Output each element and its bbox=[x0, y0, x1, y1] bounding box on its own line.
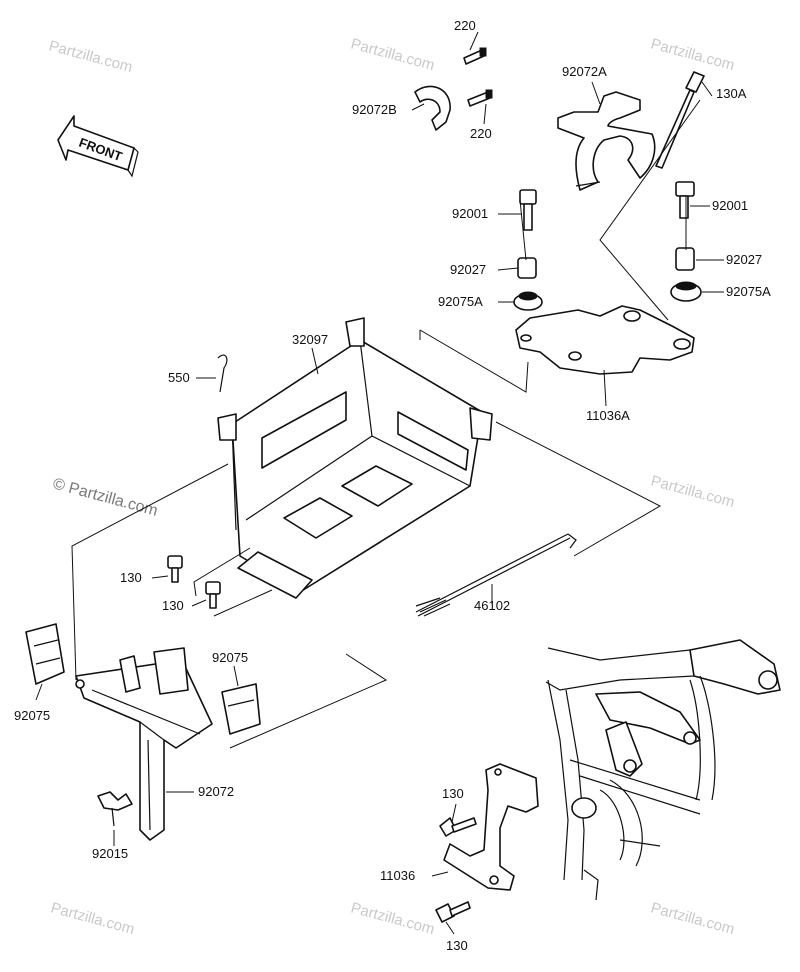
front-arrow: FRONT bbox=[57, 115, 139, 178]
callout-32097: 32097 bbox=[292, 332, 328, 347]
callout-130-lower: 130 bbox=[162, 598, 184, 613]
bolt-92001-left bbox=[519, 189, 537, 231]
bracket-11036 bbox=[443, 763, 539, 891]
bolt-130-upper bbox=[167, 555, 183, 583]
holder-92072 bbox=[75, 647, 213, 841]
callout-220-bottom: 220 bbox=[470, 126, 492, 141]
reference-lines bbox=[71, 99, 701, 749]
bolt-130-bracket-lower bbox=[435, 901, 471, 923]
callout-550: 550 bbox=[168, 370, 190, 385]
callout-11036a: 11036A bbox=[586, 408, 630, 423]
callout-92075a-left: 92075A bbox=[438, 294, 483, 309]
callout-130-upper: 130 bbox=[120, 570, 142, 585]
bolt-130-bracket-upper bbox=[439, 817, 477, 837]
callout-92072: 92072 bbox=[198, 784, 234, 799]
clamp-92072b bbox=[414, 47, 493, 131]
pin-550 bbox=[217, 354, 228, 393]
callout-92027-left: 92027 bbox=[450, 262, 486, 277]
rod-46102 bbox=[415, 533, 577, 617]
watermark-logo: Partzilla.com bbox=[649, 35, 736, 74]
callout-labels: 220 92072B 220 92072A 130A 92001 92001 9… bbox=[14, 18, 771, 953]
pad-92075-right bbox=[221, 683, 261, 735]
wingnut-92015 bbox=[97, 791, 133, 827]
callout-92075-right: 92075 bbox=[212, 650, 248, 665]
callout-92075a-right: 92075A bbox=[726, 284, 771, 299]
collar-92027-left bbox=[517, 257, 537, 279]
callout-92015: 92015 bbox=[92, 846, 128, 861]
callout-220-top: 220 bbox=[454, 18, 476, 33]
collar-92027-right bbox=[675, 247, 695, 271]
callout-46102: 46102 bbox=[474, 598, 510, 613]
battery-case-32097 bbox=[217, 317, 493, 599]
watermark-logo: Partzilla.com bbox=[349, 899, 436, 938]
callout-92072b: 92072B bbox=[352, 102, 397, 117]
leader-lines bbox=[35, 31, 724, 935]
rubber-92075a-left bbox=[513, 291, 543, 311]
watermark-logo: Partzilla.com bbox=[49, 899, 136, 938]
callout-130a: 130A bbox=[716, 86, 747, 101]
callout-11036: 11036 bbox=[380, 868, 415, 883]
callout-92075-left: 92075 bbox=[14, 708, 50, 723]
bracket-11036a bbox=[515, 305, 695, 375]
watermark-logo: Partzilla.com bbox=[349, 35, 436, 74]
bolt-130a bbox=[655, 71, 705, 169]
watermark-logo: Partzilla.com bbox=[47, 37, 134, 76]
clamp-92072a bbox=[557, 91, 656, 191]
callout-92027-right: 92027 bbox=[726, 252, 762, 267]
watermark-logo: Partzilla.com bbox=[649, 472, 736, 511]
bolt-92001-right bbox=[675, 181, 695, 219]
watermark-logo-prominent: © Partzilla.com bbox=[51, 475, 160, 519]
rubber-92075a-right bbox=[670, 281, 702, 302]
callout-92072a: 92072A bbox=[562, 64, 607, 79]
pad-92075-left bbox=[25, 623, 65, 685]
callout-130-bracket-lower: 130 bbox=[446, 938, 468, 953]
callout-92001-left: 92001 bbox=[452, 206, 488, 221]
bolt-130-lower bbox=[205, 581, 221, 609]
frame-assembly bbox=[545, 639, 781, 901]
callout-130-bracket-upper: 130 bbox=[442, 786, 464, 801]
callout-92001-right: 92001 bbox=[712, 198, 748, 213]
watermark-logo: Partzilla.com bbox=[649, 899, 736, 938]
